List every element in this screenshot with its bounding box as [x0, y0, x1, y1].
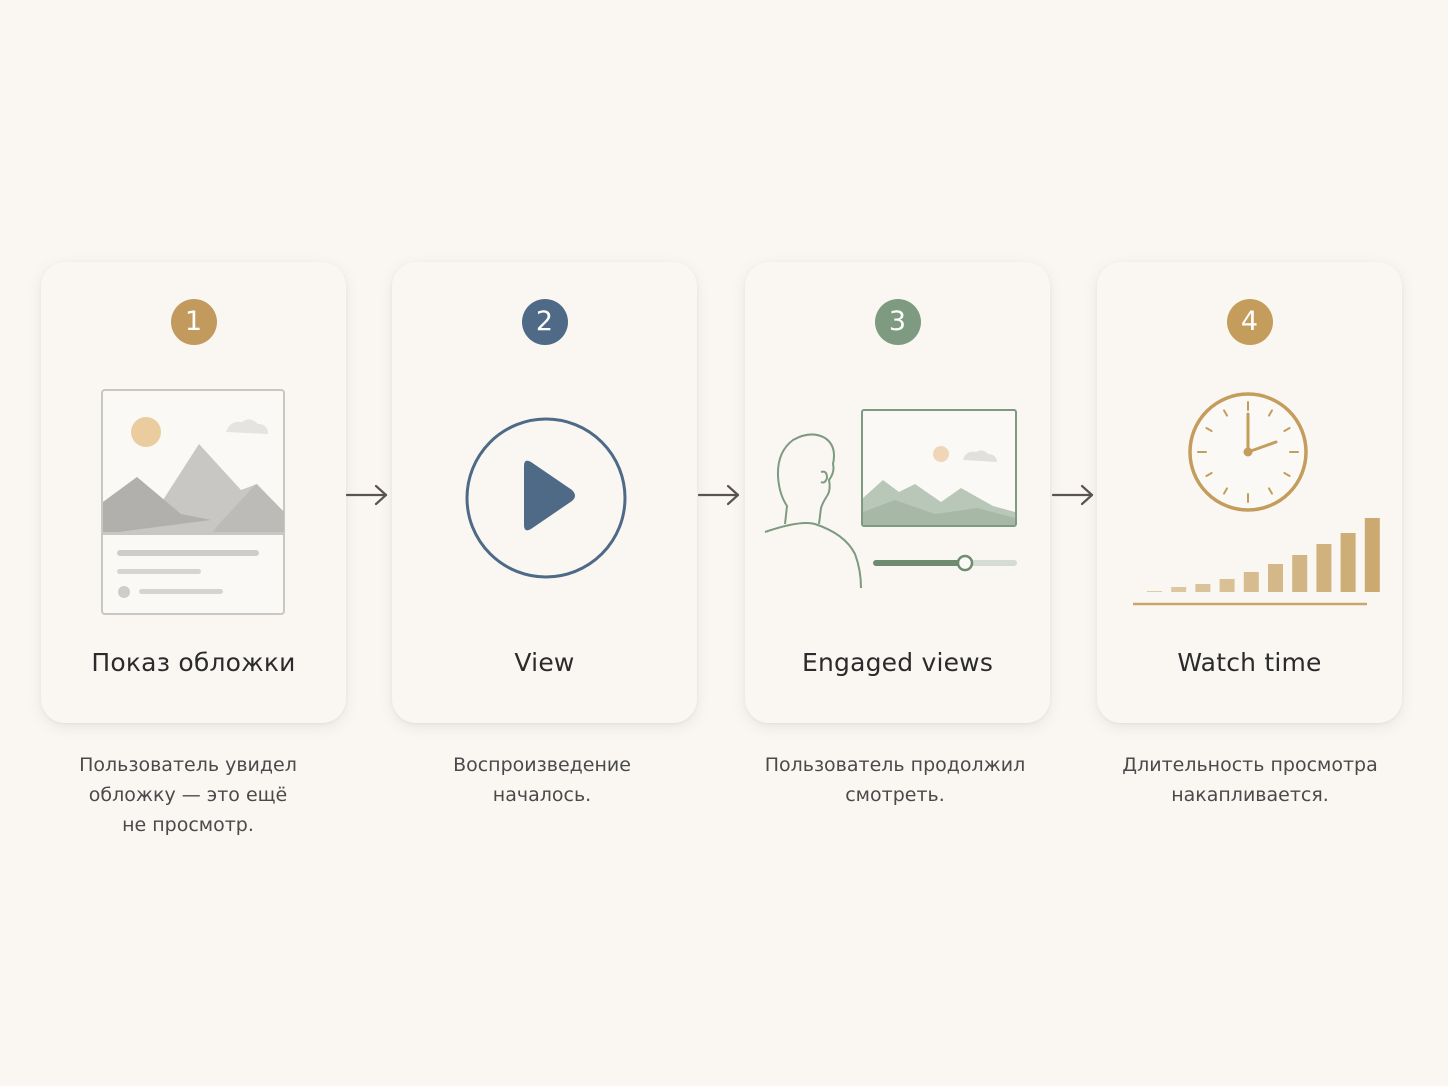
- clock-tick: [1268, 487, 1273, 495]
- growth-bar: [1243, 572, 1259, 592]
- step-number-badge: 4: [1226, 299, 1273, 345]
- description-line: Пользователь продолжил: [764, 754, 1026, 776]
- step-description-4: Длительность просмотра накапливается.: [1090, 750, 1410, 810]
- clock-tick: [1223, 409, 1228, 417]
- step-title: Engaged views: [801, 648, 994, 677]
- clock-tick: [1223, 487, 1228, 495]
- step-card-4: 4 Watch time: [1097, 262, 1402, 723]
- clock-tick: [1268, 409, 1273, 417]
- step-title: Watch time: [1177, 648, 1322, 677]
- growth-bar: [1219, 579, 1235, 592]
- play-circle-icon: [465, 417, 627, 579]
- step-number-badge: 1: [170, 299, 217, 345]
- description-line: смотреть.: [845, 784, 945, 806]
- step-card-3: 3 Engaged views: [745, 262, 1050, 723]
- step-description-1: Пользователь увидел обложку — это ещё не…: [28, 750, 348, 840]
- clock-bars-icon: [1133, 392, 1380, 606]
- clock-tick: [1283, 472, 1291, 477]
- step-description-2: Воспроизведение началось.: [382, 750, 702, 810]
- growth-bars: [1147, 518, 1380, 592]
- description-line: не просмотр.: [122, 814, 254, 836]
- step-number-badge: 3: [874, 299, 921, 345]
- thumbnail-card-icon: [101, 389, 285, 615]
- person-watching-icon: [764, 409, 1017, 589]
- description-line: обложку — это ещё: [88, 784, 288, 806]
- growth-bar: [1292, 555, 1308, 592]
- description-line: Длительность просмотра: [1122, 754, 1378, 776]
- clock-center: [1243, 447, 1253, 457]
- arrow-right-icon: [1051, 484, 1094, 506]
- step-title: View: [514, 648, 575, 677]
- step-description-3: Пользователь продолжил смотреть.: [735, 750, 1055, 810]
- description-line: накапливается.: [1171, 784, 1329, 806]
- clock-hand: [1246, 440, 1278, 454]
- growth-bar: [1364, 518, 1380, 592]
- clock-tick: [1205, 472, 1213, 477]
- description-line: Воспроизведение: [453, 754, 631, 776]
- growth-bar: [1268, 564, 1283, 592]
- growth-bar: [1195, 584, 1211, 592]
- clock-tick: [1283, 427, 1291, 432]
- arrow-right-icon: [345, 484, 388, 506]
- growth-bar: [1171, 587, 1187, 592]
- step-card-1: 1 Показ обложки: [41, 262, 346, 723]
- growth-bar: [1147, 591, 1162, 592]
- step-card-2: 2 View: [392, 262, 697, 723]
- description-line: началось.: [492, 784, 592, 806]
- growth-bar: [1316, 544, 1332, 592]
- step-title: Показ обложки: [91, 648, 296, 677]
- step-number-badge: 2: [521, 299, 568, 345]
- clock-tick: [1205, 427, 1213, 432]
- growth-bar: [1340, 533, 1356, 592]
- description-line: Пользователь увидел: [79, 754, 297, 776]
- arrow-right-icon: [697, 484, 740, 506]
